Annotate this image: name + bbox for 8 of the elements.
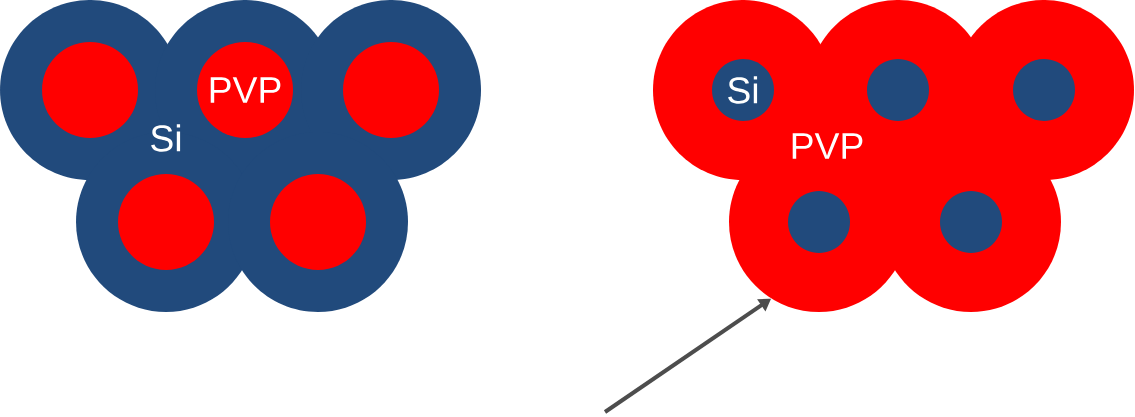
inner-circle [867,59,929,121]
inner-circle [1013,59,1075,121]
inner-circle [343,42,439,138]
inner-circle [788,191,850,253]
inner-circle [270,174,366,270]
inner-circle [42,42,138,138]
inner-circle [940,191,1002,253]
inner-circle [118,174,214,270]
